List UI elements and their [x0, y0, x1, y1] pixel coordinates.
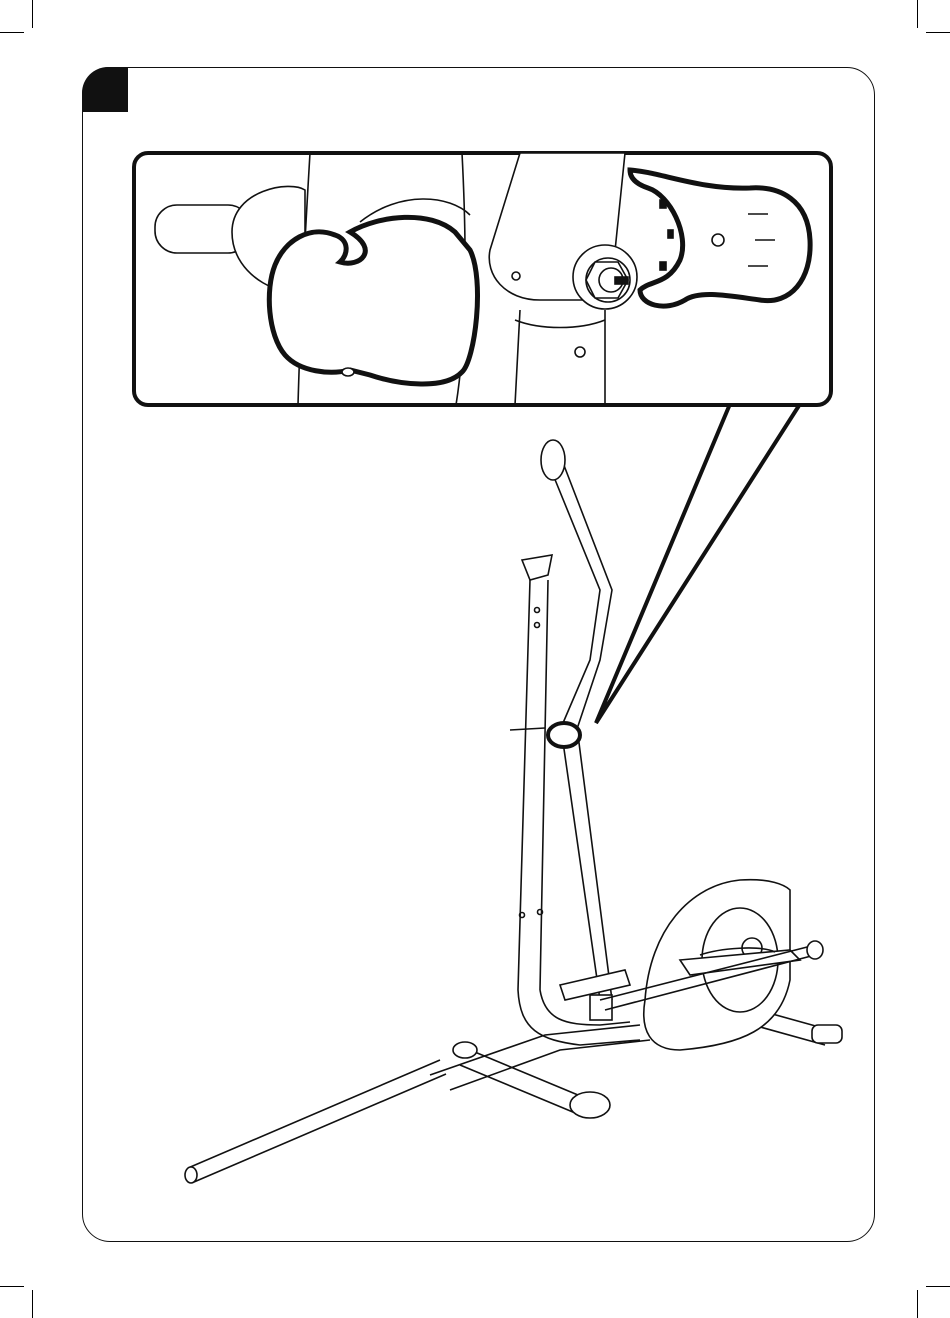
detail-inset — [134, 153, 831, 405]
bolt-icon — [573, 245, 637, 309]
crank-cover-highlight-icon — [548, 723, 580, 747]
callout-pointer — [596, 404, 800, 723]
elliptical-trainer-icon — [185, 440, 842, 1183]
